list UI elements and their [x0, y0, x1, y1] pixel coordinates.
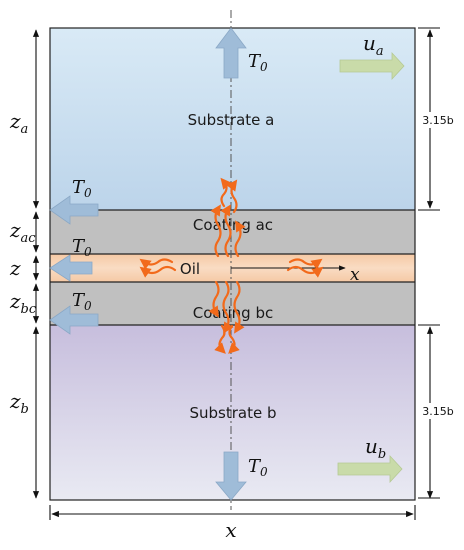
- temp-arrow-top-icon: [215, 27, 247, 79]
- temp-arrow-bottom-icon: [215, 451, 247, 501]
- heat-wiggle-icon: [234, 220, 246, 258]
- u-b-label: ub: [365, 434, 386, 462]
- height-a-label-bg: [418, 112, 462, 128]
- heat-wiggle-icon: [226, 179, 238, 214]
- heat-wiggle-icon: [208, 280, 220, 318]
- heat-wiggle-icon: [214, 324, 226, 354]
- heat-wiggle-icon: [286, 265, 324, 278]
- z-a-label: za: [9, 109, 28, 137]
- height-b-label-bg: [418, 403, 462, 419]
- t0-bottom-label: T0: [248, 456, 268, 479]
- heat-flow-arrows: [139, 177, 324, 354]
- heat-wiggle-icon: [222, 280, 234, 334]
- temperature-arrows: [49, 27, 247, 501]
- t0-coating-ac-label: T0: [72, 177, 92, 200]
- heat-wiggle-icon: [220, 177, 232, 208]
- heat-wiggle-icon: [228, 324, 240, 354]
- t0-coating-bc-label: T0: [72, 290, 92, 313]
- temp-arrow-coating-bc-icon: [49, 305, 99, 335]
- z-b-label: zb: [9, 389, 29, 417]
- velocity-arrow-a-icon: [339, 51, 405, 81]
- t0-oil-label: T0: [72, 236, 92, 259]
- z-bc-label: zbc: [9, 289, 37, 317]
- temp-arrow-coating-ac-icon: [49, 195, 99, 225]
- heat-wiggle-icon: [139, 258, 174, 270]
- temp-arrow-oil-icon: [49, 254, 93, 282]
- heat-wiggle-icon: [210, 204, 222, 258]
- coating-ac-layer: [50, 210, 415, 254]
- interface-lines: [50, 209, 415, 326]
- oil-x-axis-label: x: [350, 265, 360, 285]
- heat-wiggle-icon: [233, 280, 245, 334]
- right-dimension-arrows: [418, 27, 440, 499]
- height-a-label: 3.15b: [422, 114, 453, 127]
- domain-border: [49, 27, 416, 501]
- z-label: z: [9, 256, 21, 280]
- coating-ac-label: Coating ac: [193, 216, 273, 234]
- height-b-label: 3.15b: [422, 405, 453, 418]
- u-a-label: ua: [363, 31, 384, 59]
- coating-bc-layer: [50, 282, 415, 325]
- x-width-label: x: [225, 518, 236, 542]
- substrate-a-label: Substrate a: [188, 111, 275, 129]
- oil-label: Oil: [180, 260, 200, 278]
- heat-wiggle-icon: [139, 265, 177, 278]
- velocity-arrow-b-icon: [337, 454, 403, 484]
- t0-top-label: T0: [248, 51, 268, 74]
- heat-wiggle-icon: [288, 258, 323, 270]
- substrate-b-label: Substrate b: [189, 404, 276, 422]
- bottom-x-dimension: [49, 505, 416, 520]
- coating-bc-label: Coating bc: [193, 304, 273, 322]
- z-ac-label: zac: [9, 218, 36, 246]
- heat-wiggle-icon: [220, 204, 232, 258]
